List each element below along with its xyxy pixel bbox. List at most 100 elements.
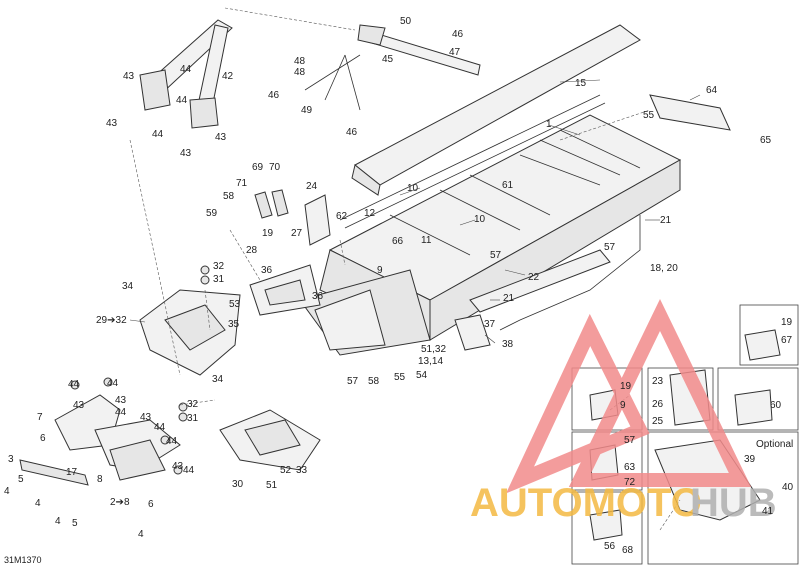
callout-72: 72 [624, 477, 636, 488]
watermark-text-automoto: AUTOMOTO [470, 481, 702, 525]
callout-35: 35 [228, 319, 240, 330]
callout-57: 57 [490, 250, 502, 261]
callout-12: 12 [364, 208, 376, 219]
callout-13-14: 13,14 [418, 356, 443, 367]
callout-5: 5 [72, 518, 78, 529]
callout-40: 40 [782, 482, 794, 493]
callout-24: 24 [306, 181, 318, 192]
callout-36: 36 [261, 265, 273, 276]
front-module [139, 264, 386, 376]
callout-57: 57 [604, 242, 616, 253]
callout-34: 34 [212, 374, 224, 385]
callout-34: 34 [122, 281, 134, 292]
watermark-triangle-left [506, 313, 650, 494]
callout-53: 53 [229, 299, 241, 310]
callout-43: 43 [180, 148, 192, 159]
callout-70: 70 [269, 162, 281, 173]
callout-44: 44 [68, 379, 80, 390]
callout-28: 28 [246, 245, 258, 256]
callout-labels: 1 2➔8 3 4 4 4 4 5 5 6 6 7 8 9 9 10 10 11… [4, 16, 794, 556]
callout-66: 66 [392, 236, 404, 247]
leader-lines [129, 7, 701, 531]
callout-26: 26 [652, 399, 664, 410]
callout-3: 3 [8, 454, 14, 465]
callout-22: 22 [528, 272, 540, 283]
callout-65: 65 [760, 135, 772, 146]
callout-23: 23 [652, 376, 664, 387]
lower-left-assembly [19, 377, 183, 486]
callout-63: 63 [624, 462, 636, 473]
callout-47: 47 [449, 47, 461, 58]
callout-55: 55 [394, 372, 406, 383]
callout-44: 44 [183, 465, 195, 476]
callout-11: 11 [421, 235, 432, 246]
callout-10: 10 [474, 214, 486, 225]
callout-29-32: 29➔32 [96, 315, 127, 326]
callout-27: 27 [291, 228, 303, 239]
callout-68: 68 [622, 545, 634, 556]
callout-44: 44 [180, 64, 192, 75]
callout-51: 51 [266, 480, 278, 491]
callout-1: 1 [546, 119, 552, 130]
callout-19: 19 [781, 317, 793, 328]
callout-4: 4 [35, 498, 41, 509]
callout-31: 31 [187, 413, 199, 424]
callout-5: 5 [18, 474, 24, 485]
callout-41: 41 [762, 506, 774, 517]
callout-43: 43 [73, 400, 85, 411]
callout-69: 69 [252, 162, 264, 173]
callout-48: 48 [294, 56, 306, 67]
callout-42: 42 [222, 71, 234, 82]
callout-45: 45 [382, 54, 394, 65]
callout-32: 32 [187, 399, 199, 410]
callout-4: 4 [4, 486, 10, 497]
callout-48: 48 [294, 67, 306, 78]
callout-9: 9 [377, 265, 383, 276]
optional-label: Optional [756, 439, 793, 450]
callout-10: 10 [407, 183, 419, 194]
callout-61: 61 [502, 180, 514, 191]
callout-43: 43 [215, 132, 227, 143]
upper-column-assembly [139, 19, 233, 129]
callout-8: 8 [97, 474, 103, 485]
callout-57: 57 [624, 435, 636, 446]
callout-44: 44 [166, 436, 178, 447]
callout-44: 44 [154, 422, 166, 433]
callout-62: 62 [336, 211, 348, 222]
watermark: AUTOMOTO HUB [470, 298, 777, 525]
callout-44: 44 [152, 129, 164, 140]
callout-46: 46 [452, 29, 464, 40]
callout-7: 7 [37, 412, 43, 423]
callout-60: 60 [770, 400, 782, 411]
callout-43: 43 [123, 71, 135, 82]
callout-9: 9 [620, 400, 626, 411]
lower-center-assembly [219, 409, 321, 471]
callout-56: 56 [604, 541, 616, 552]
callout-21: 21 [660, 215, 672, 226]
callout-49: 49 [301, 105, 313, 116]
callout-43: 43 [115, 395, 127, 406]
watermark-triangle-right [568, 298, 752, 487]
callout-15: 15 [575, 78, 587, 89]
callout-57: 57 [347, 376, 359, 387]
callout-6: 6 [40, 433, 46, 444]
upper-support-bar [304, 24, 481, 111]
callout-4: 4 [138, 529, 144, 540]
callout-58: 58 [223, 191, 235, 202]
callout-25: 25 [652, 416, 664, 427]
callout-43: 43 [172, 461, 184, 472]
callout-55: 55 [643, 110, 655, 121]
callout-43: 43 [140, 412, 152, 423]
callout-44: 44 [176, 95, 188, 106]
callout-44: 44 [115, 407, 127, 418]
callout-37: 37 [484, 319, 496, 330]
callout-17: 17 [66, 467, 78, 478]
callout-58: 58 [368, 376, 380, 387]
callout-32: 32 [213, 261, 225, 272]
callout-33: 33 [296, 465, 308, 476]
callout-21: 21 [503, 293, 515, 304]
callout-38: 38 [502, 339, 514, 350]
callout-31: 31 [213, 274, 225, 285]
callout-64: 64 [706, 85, 718, 96]
